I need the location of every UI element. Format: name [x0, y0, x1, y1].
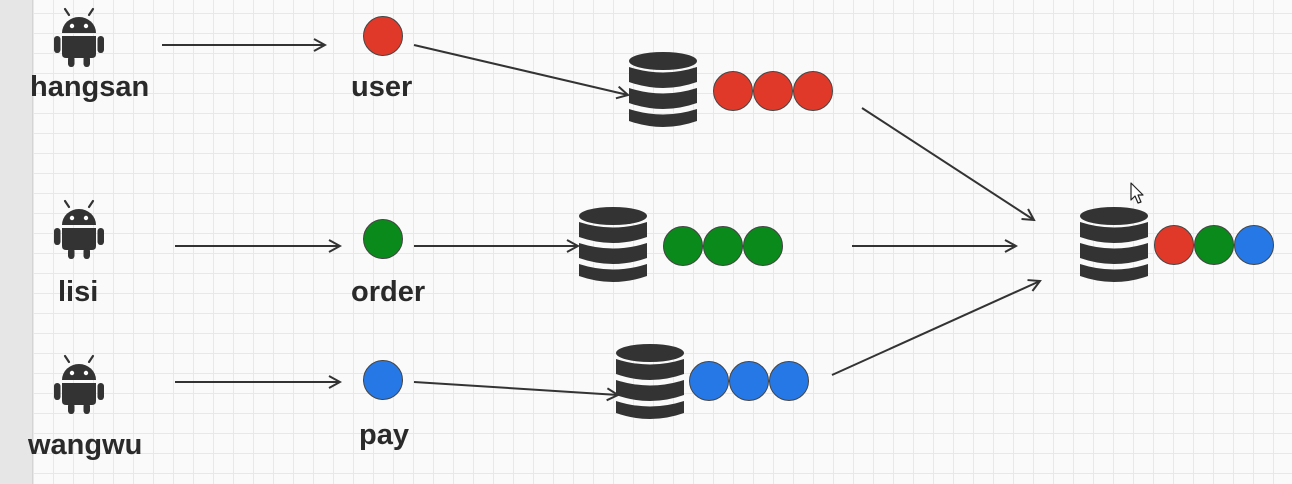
service-node-order: [363, 219, 403, 259]
flow-arrow: [831, 281, 1040, 376]
record-dot: [769, 361, 809, 401]
record-dot: [689, 361, 729, 401]
flow-arrow: [413, 44, 628, 95]
android-icon: [52, 199, 106, 261]
client-label-wangwu: wangwu: [28, 429, 143, 461]
database-icon: [616, 344, 684, 419]
record-dot: [729, 361, 769, 401]
flow-arrow: [861, 107, 1034, 220]
record-dot: [713, 71, 753, 111]
service-label-user: user: [351, 71, 413, 103]
record-dot: [663, 226, 703, 266]
database-icon: [579, 207, 647, 282]
record-dot: [753, 71, 793, 111]
record-dot: [743, 226, 783, 266]
android-icon: [52, 7, 106, 69]
client-label-hangsan: hangsan: [30, 71, 150, 103]
android-icon: [52, 354, 106, 416]
record-dot: [703, 226, 743, 266]
service-label-order: order: [351, 276, 426, 308]
aggregate-record-dot: [1154, 225, 1194, 265]
mouse-cursor-icon: [1130, 182, 1144, 204]
service-node-pay: [363, 360, 403, 400]
flow-arrow: [413, 381, 618, 395]
database-icon: [629, 52, 697, 127]
database-icon: [1080, 207, 1148, 282]
aggregate-record-dot: [1194, 225, 1234, 265]
service-label-pay: pay: [359, 419, 409, 451]
aggregate-record-dot: [1234, 225, 1274, 265]
client-label-lisi: lisi: [58, 276, 99, 308]
record-dot: [793, 71, 833, 111]
service-node-user: [363, 16, 403, 56]
left-ruler: [0, 0, 33, 484]
